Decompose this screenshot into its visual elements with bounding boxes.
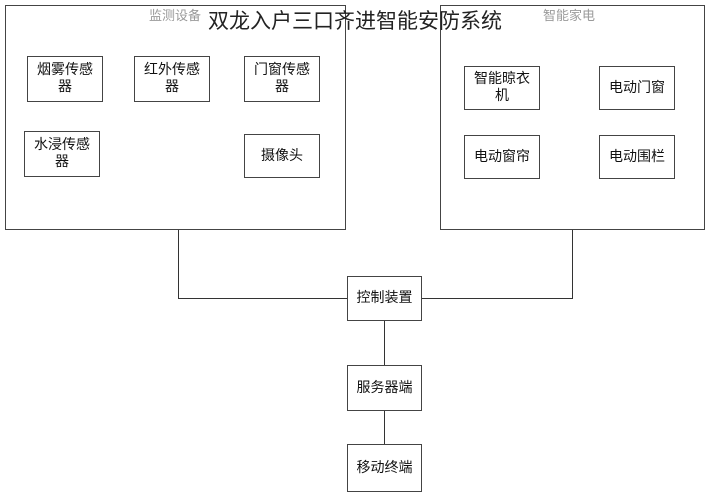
electric-door-window: 电动门窗 [599, 66, 675, 110]
monitoring-devices-frame [5, 5, 346, 230]
connector-controller-to-right [422, 298, 573, 299]
connector-left-frame-down [178, 230, 179, 298]
connector-controller-to-server [384, 321, 385, 365]
electric-curtain: 电动窗帘 [464, 135, 540, 179]
connector-left-to-controller [178, 298, 347, 299]
control-device: 控制装置 [347, 276, 422, 321]
smoke-sensor: 烟雾传感器 [27, 56, 103, 102]
water-leak-sensor: 水浸传感器 [24, 131, 100, 177]
door-window-sensor: 门窗传感器 [244, 56, 320, 102]
smart-appliances-label: 智能家电 [540, 9, 599, 25]
electric-fence: 电动围栏 [599, 135, 675, 179]
smart-clothes-dryer: 智能晾衣机 [464, 66, 540, 110]
server-end: 服务器端 [347, 365, 422, 411]
smart-appliances-frame [440, 5, 705, 230]
monitoring-devices-label: 监测设备 [146, 9, 205, 25]
camera: 摄像头 [244, 134, 320, 178]
mobile-terminal: 移动终端 [347, 444, 422, 492]
connector-server-to-mobile [384, 411, 385, 444]
infrared-sensor: 红外传感器 [134, 56, 210, 102]
connector-right-frame-down [572, 230, 573, 298]
